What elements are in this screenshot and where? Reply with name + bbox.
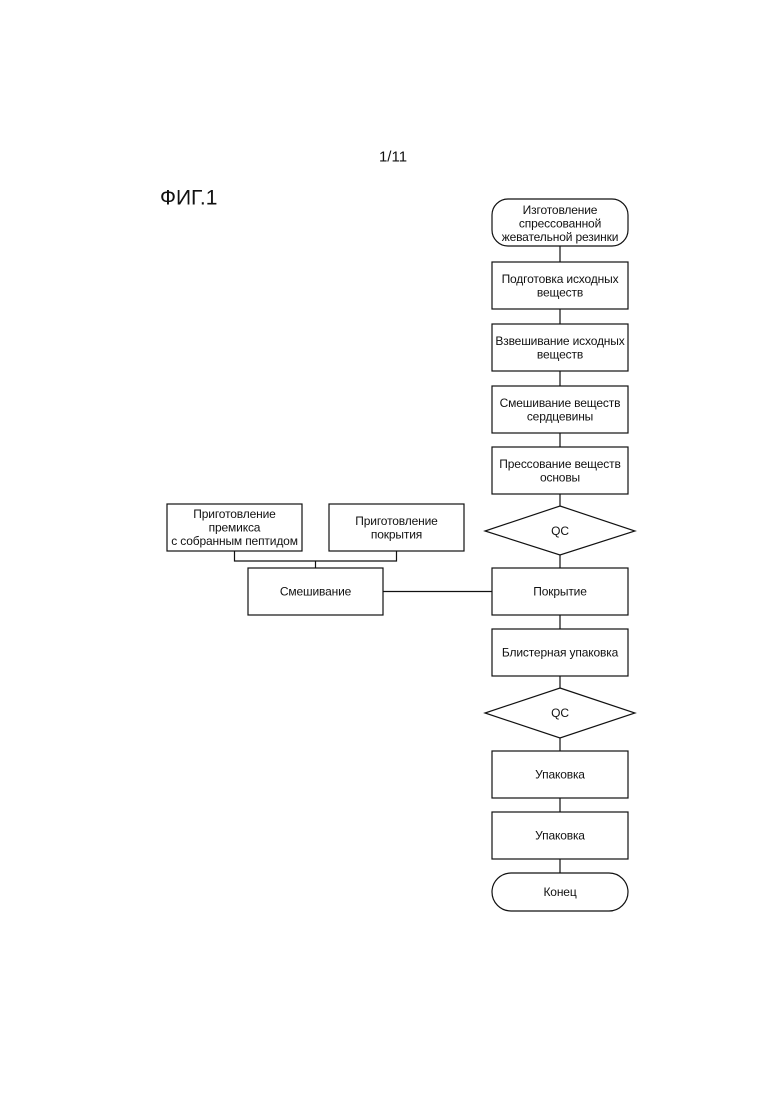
process-label: Упаковка xyxy=(535,768,585,782)
decision-qc-1: QC xyxy=(485,506,635,555)
process-label: покрытия xyxy=(371,528,422,542)
process-label: Приготовление xyxy=(193,507,276,521)
process-label: с собранным пептидом xyxy=(171,534,298,548)
decision-qc-2: QC xyxy=(485,688,635,738)
process-packaging-2: Упаковка xyxy=(492,812,628,859)
process-label: Блистерная упаковка xyxy=(502,646,619,660)
process-label: сердцевины xyxy=(527,410,593,424)
process-blister-packaging: Блистерная упаковка xyxy=(492,629,628,676)
process-label: Прессование веществ xyxy=(499,457,620,471)
decision-label: QC xyxy=(551,524,569,538)
process-label: Покрытие xyxy=(533,585,587,599)
process-label: основы xyxy=(540,471,580,485)
page-number: 1/11 xyxy=(379,149,407,166)
process-packaging-1: Упаковка xyxy=(492,751,628,798)
start-terminator-label: спрессованной xyxy=(519,217,601,231)
end-terminator: Конец xyxy=(492,873,628,911)
process-press-base: Прессование веществ основы xyxy=(492,447,628,494)
process-prepare-raw-materials: Подготовка исходных веществ xyxy=(492,262,628,309)
process-mix-core: Смешивание веществ сердцевины xyxy=(492,386,628,433)
decision-label: QC xyxy=(551,706,569,720)
figure-label: ФИГ.1 xyxy=(160,187,217,210)
start-terminator-label: Изготовление xyxy=(523,203,598,217)
process-label: Упаковка xyxy=(535,829,585,843)
merge-connector-line xyxy=(235,551,397,561)
process-weigh-raw-materials: Взвешивание исходных веществ xyxy=(492,324,628,371)
start-terminator-label: жевательной резинки xyxy=(502,230,619,244)
process-coating: Покрытие xyxy=(492,568,628,615)
process-mixing: Смешивание xyxy=(248,568,383,615)
process-label: веществ xyxy=(537,348,583,362)
start-terminator: Изготовление спрессованной жевательной р… xyxy=(492,199,628,246)
end-terminator-label: Конец xyxy=(543,885,576,899)
process-coating-preparation: Приготовление покрытия xyxy=(329,504,464,551)
process-label: Смешивание веществ xyxy=(500,396,621,410)
process-label: Приготовление xyxy=(355,514,438,528)
process-label: Взвешивание исходных xyxy=(495,334,624,348)
process-label: Смешивание xyxy=(280,585,352,599)
process-label: веществ xyxy=(537,286,583,300)
process-premix-preparation: Приготовление премикса с собранным пепти… xyxy=(167,504,302,551)
process-label: Подготовка исходных xyxy=(502,272,619,286)
process-label: премикса xyxy=(209,521,261,535)
